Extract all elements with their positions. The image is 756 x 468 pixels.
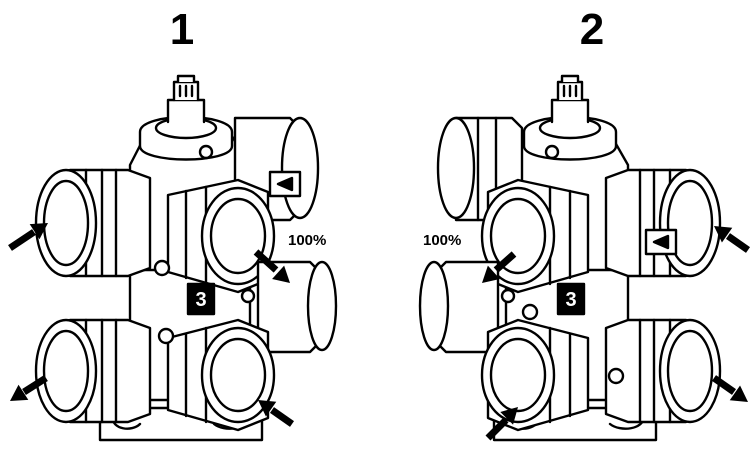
diagram-1-flow-percent: 100% (288, 232, 327, 249)
valve-1-illustration (34, 74, 338, 442)
diagram-2-flow-percent: 100% (423, 232, 462, 249)
valve-2-illustration (418, 74, 722, 442)
diagram-1-heading: 1 (169, 5, 195, 54)
valve-1-outlet-arrow-lower-left (5, 375, 48, 409)
valve-1-outlet-arrow-upper-right (253, 249, 297, 290)
valve-2-port-number: 3 (565, 289, 576, 311)
valve-2-inlet-arrow-lower-left (485, 400, 525, 441)
valve-2-inlet-arrow-upper-right (708, 218, 751, 253)
valve-1-inlet-arrow-lower-right (252, 392, 295, 427)
valve-1-port-number: 3 (195, 289, 206, 311)
valve-1-flow-arrows (5, 215, 297, 427)
valve-2-outlet-arrow-upper-left (475, 251, 517, 290)
valve-2-flow-arrows (475, 218, 754, 441)
valve-1-inlet-arrow-upper-left (8, 215, 53, 251)
valve-2-outlet-arrow-lower-right (711, 375, 754, 410)
diagram-2-heading: 2 (579, 5, 605, 54)
